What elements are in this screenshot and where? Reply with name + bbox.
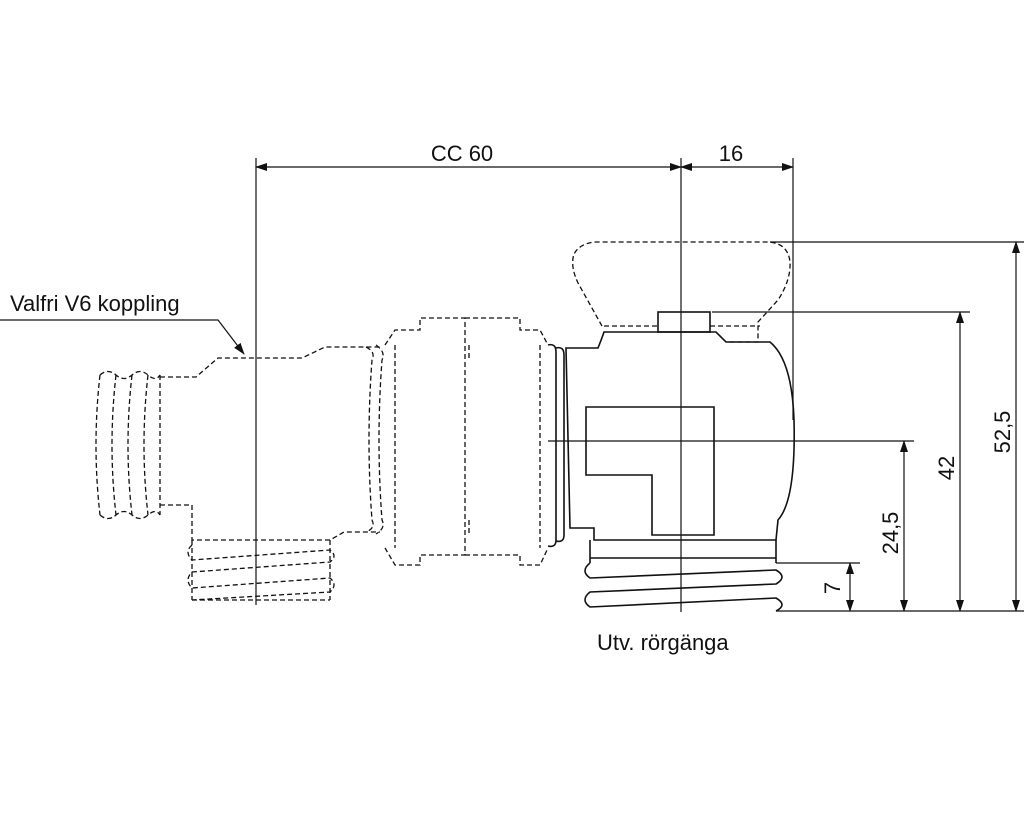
thread-label: Utv. rörgänga bbox=[597, 630, 729, 655]
left-coupling bbox=[95, 317, 549, 601]
coupling-callout: Valfri V6 koppling bbox=[0, 291, 245, 355]
dimension-offset: 16 bbox=[680, 141, 794, 171]
dimension-knob-height-label: 42 bbox=[934, 456, 959, 480]
dimension-cc-label: CC 60 bbox=[431, 141, 493, 166]
extension-lines bbox=[255, 158, 1024, 612]
valve-knob bbox=[572, 241, 791, 343]
dimension-thread-height-label: 7 bbox=[820, 582, 845, 594]
dimension-cc: CC 60 bbox=[255, 141, 682, 171]
valve-stem bbox=[604, 311, 760, 333]
dimension-thread-height: 7 bbox=[820, 562, 854, 612]
valve-body bbox=[547, 331, 795, 612]
dimension-center-height: 24,5 bbox=[878, 440, 908, 612]
coupling-label: Valfri V6 koppling bbox=[10, 291, 180, 316]
dimension-total-height: 52,5 bbox=[990, 241, 1020, 612]
dimension-center-height-label: 24,5 bbox=[878, 512, 903, 555]
dimension-offset-label: 16 bbox=[719, 141, 743, 166]
dimension-knob-height: 42 bbox=[934, 311, 964, 612]
dimension-total-height-label: 52,5 bbox=[990, 411, 1015, 454]
